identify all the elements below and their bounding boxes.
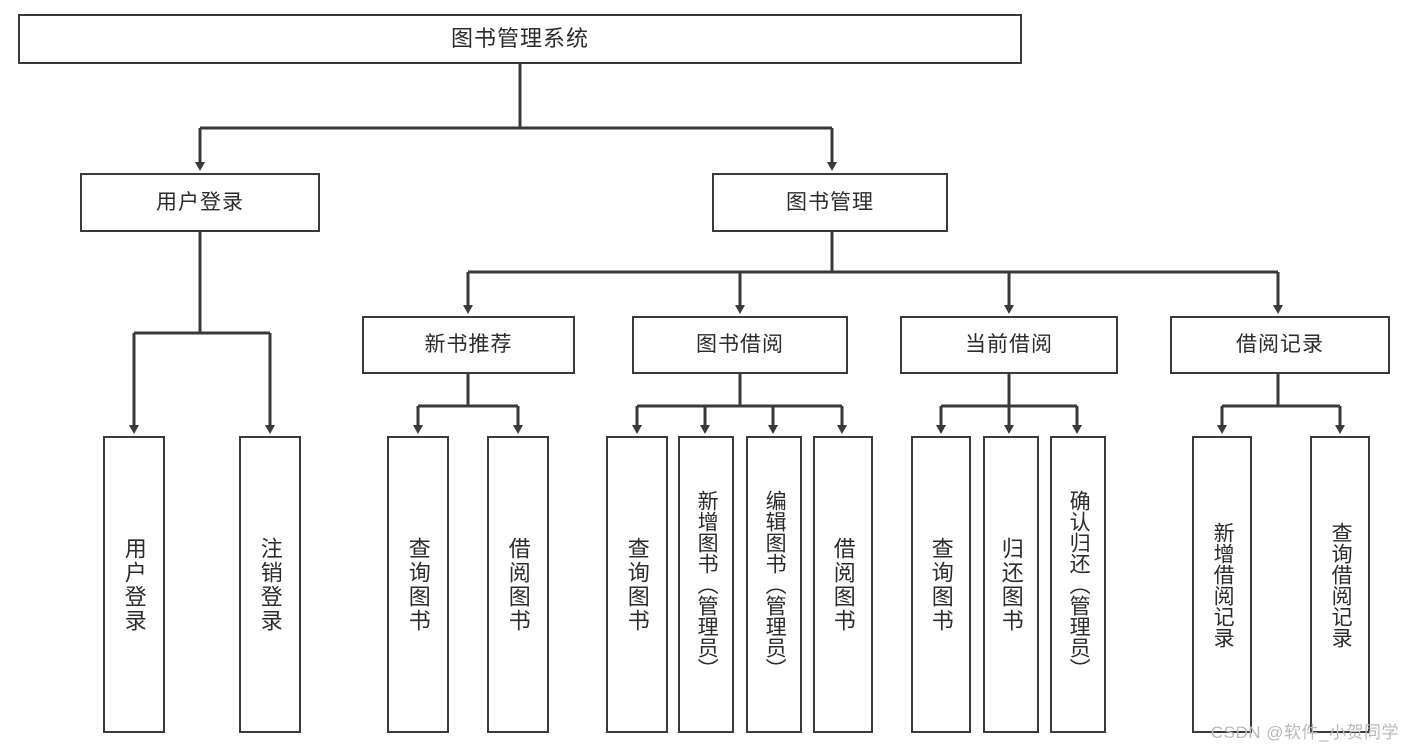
node-label: 新增借阅记录 [1211, 521, 1235, 648]
node-label: 查询图书 [405, 536, 431, 633]
node-label: 归还图书 [998, 536, 1024, 633]
node-label: 用户登录 [121, 536, 147, 633]
node-label: 编辑图书（管理员） [763, 490, 787, 679]
leaf-edit-book-admin[interactable]: 编辑图书（管理员） [746, 436, 802, 733]
node-book-borrow[interactable]: 图书借阅 [632, 316, 848, 374]
leaf-return-book[interactable]: 归还图书 [983, 436, 1039, 733]
node-label: 图书管理 [786, 190, 874, 214]
node-label: 查询借阅记录 [1329, 521, 1353, 648]
node-label: 查询图书 [624, 536, 650, 633]
node-label: 图书借阅 [696, 333, 784, 357]
leaf-query-book-current[interactable]: 查询图书 [911, 436, 971, 733]
node-current-borrow[interactable]: 当前借阅 [900, 316, 1118, 374]
leaf-user-login[interactable]: 用户登录 [103, 436, 165, 733]
leaf-query-borrow-record[interactable]: 查询借阅记录 [1310, 436, 1370, 733]
csdn-watermark: CSDN @软件_小贺同学 [1210, 723, 1399, 742]
node-label: 查询图书 [928, 536, 954, 633]
node-borrow-record[interactable]: 借阅记录 [1170, 316, 1390, 374]
node-label: 借阅记录 [1236, 333, 1324, 357]
node-label: 借阅图书 [505, 536, 531, 633]
node-new-book-recommend[interactable]: 新书推荐 [362, 316, 575, 374]
node-user-login[interactable]: 用户登录 [80, 173, 320, 232]
node-label: 借阅图书 [830, 536, 856, 633]
leaf-borrow-book-borrow[interactable]: 借阅图书 [813, 436, 873, 733]
node-label: 图书管理系统 [450, 25, 589, 51]
node-book-management[interactable]: 图书管理 [712, 173, 948, 232]
node-label: 注销登录 [257, 536, 283, 633]
node-label: 新书推荐 [424, 333, 513, 357]
leaf-logout[interactable]: 注销登录 [239, 436, 301, 733]
node-label: 当前借阅 [965, 333, 1053, 357]
node-label: 确认归还（管理员） [1067, 490, 1091, 679]
leaf-borrow-book-newbook[interactable]: 借阅图书 [487, 436, 549, 733]
node-label: 新增图书（管理员） [695, 490, 719, 679]
leaf-add-book-admin[interactable]: 新增图书（管理员） [678, 436, 734, 733]
leaf-query-book-borrow[interactable]: 查询图书 [606, 436, 668, 733]
leaf-query-book-newbook[interactable]: 查询图书 [387, 436, 449, 733]
leaf-add-borrow-record[interactable]: 新增借阅记录 [1192, 436, 1252, 733]
node-label: 用户登录 [156, 190, 244, 214]
node-book-management-system[interactable]: 图书管理系统 [18, 14, 1022, 64]
leaf-confirm-return-admin[interactable]: 确认归还（管理员） [1050, 436, 1106, 733]
